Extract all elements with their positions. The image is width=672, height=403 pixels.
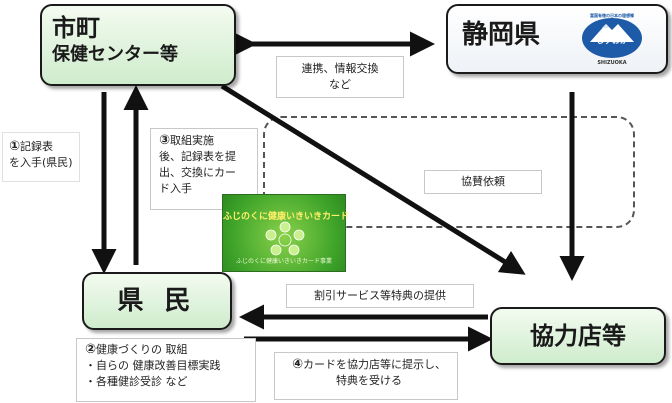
card-title: ふじのくに健康いきいきカード [223,212,350,222]
mascot-circle-icon [265,221,305,256]
svg-text:SHIZUOKA: SHIZUOKA [597,60,626,66]
node-city-line1: 市町 [52,14,100,42]
node-city-line2: 保健センター等 [52,44,178,65]
node-residents: 県 民 [82,272,232,330]
svg-text:富国有徳の日本の理想郷: 富国有徳の日本の理想郷 [590,12,634,18]
note-cooperation: 連携、情報交換 など [276,56,404,98]
card-footer: ふじのくに健康いきいきカード事業 [235,258,332,265]
health-card-image: ふじのくに健康いきいきカード ふじのくに健康いきいきカード事業 [222,194,350,272]
arrow-city-to-stores [220,83,526,275]
note-discount-provision: 割引サービス等特典の提供 [286,284,474,308]
node-cooperating-stores: 協力店等 [490,307,666,365]
node-prefecture-label: 静岡県 [462,20,541,50]
svg-text:しずおか: しずおか [596,35,628,45]
node-prefecture: 静岡県 しずおか 富国有徳の日本の理想郷 SHIZUOKA [446,4,668,74]
node-residents-label: 県 民 [117,286,197,316]
note-present-card: ④カードを協力店等に提示し、 特典を受ける [274,352,458,400]
node-city-health-center: 市町 保健センター等 [40,4,236,86]
note-record-sheet: ①記録表 を入手(県民) [2,132,80,182]
note-health-efforts: ②健康づくりの 取組 ・自らの 健康改善目標実践 ・各種健診受診 など [76,338,256,402]
note-sponsorship-request: 協賛依頼 [424,170,542,194]
shizuoka-logo-icon: しずおか 富国有徳の日本の理想郷 SHIZUOKA [582,12,642,66]
node-stores-label: 協力店等 [530,322,626,350]
